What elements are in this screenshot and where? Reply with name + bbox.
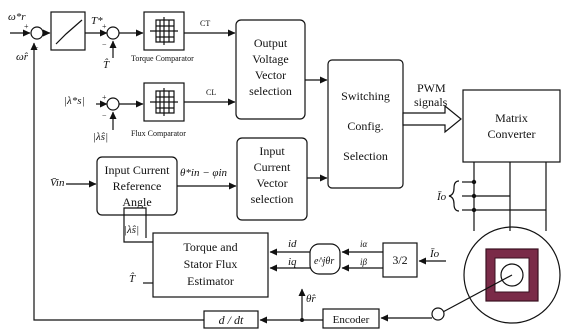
torque-hat-output-label: T̂: [129, 272, 136, 285]
pi-controller-curve: [55, 19, 83, 45]
rotation-label: e^jθr: [314, 256, 334, 267]
theta-junction: [300, 318, 304, 322]
cl-label: CL: [206, 88, 216, 97]
ibeta-label: iβ: [360, 257, 368, 267]
lambda-hat-output-path: [123, 207, 153, 243]
pwm-signals-arrow: [402, 104, 462, 134]
vin-label: V̄in: [50, 177, 65, 189]
matrix-converter-block: [462, 89, 561, 163]
pwm-label-2: signals: [414, 95, 448, 109]
torque-ref-label: T*: [91, 15, 103, 27]
theta-expr-label: θ*in − φin: [180, 167, 228, 179]
flux-sum-minus: −: [102, 111, 107, 120]
motor-shaft: [500, 263, 524, 287]
motor-shaft-link: [440, 274, 513, 314]
speed-sum-minus: −: [34, 43, 39, 52]
icv-line-3: Vector: [256, 176, 287, 190]
flux-summing-junction: [106, 97, 120, 111]
torque-sum-minus: −: [102, 40, 107, 49]
clarke-label: 3/2: [392, 253, 407, 267]
ovv-line-1: Output: [254, 36, 288, 50]
encoder-block: [322, 308, 380, 329]
io-brace: [448, 180, 460, 212]
omega-hat-label: ω̂r: [16, 51, 29, 63]
switching-line-2: Config.: [347, 119, 383, 133]
id-label: id: [288, 238, 297, 250]
estimator-line-3: Estimator: [187, 274, 234, 288]
lambda-hat-output-label: |λ̂s|: [124, 224, 139, 236]
flux-comparator-caption: Flux Comparator: [131, 129, 186, 138]
estimator-line-2: Stator Flux: [184, 257, 238, 271]
lambda-ref-label: |λ*s|: [64, 95, 85, 107]
matrix-line-2: Converter: [488, 127, 536, 141]
icra-line-1: Input Current: [105, 163, 171, 177]
speed-summing-junction: [30, 26, 44, 40]
ovv-line-3: Vector: [255, 68, 286, 82]
ddt-label: d / dt: [219, 313, 244, 327]
ovv-line-4: selection: [249, 84, 292, 98]
speed-feedback-path: [30, 42, 204, 321]
ct-label: CT: [200, 19, 210, 28]
estimator-block: [152, 232, 269, 298]
clarke-block: [382, 242, 418, 278]
matrix-line-1: Matrix: [495, 111, 528, 125]
rotation-block: [309, 243, 341, 275]
icv-line-1: Input: [259, 144, 285, 158]
torque-hat-feedback-label: T̂: [103, 58, 110, 71]
pwm-label-1: PWM: [417, 81, 446, 95]
icv-line-2: Current: [254, 160, 291, 174]
icra-line-2: Reference: [113, 179, 162, 193]
estimator-line-1: Torque and: [183, 240, 237, 254]
ialpha-label: iα: [360, 239, 368, 249]
speed-sum-plus: +: [24, 22, 29, 31]
ovv-line-2: Voltage: [252, 52, 288, 66]
theta-hat-label: θ̂r: [306, 293, 316, 305]
io-input-label: Īo: [429, 248, 440, 260]
torque-sum-plus: +: [102, 22, 107, 31]
input-current-vector-block: [236, 137, 308, 221]
icv-line-4: selection: [251, 192, 294, 206]
torque-hysteresis-icon: [150, 17, 178, 45]
lambda-hat-feedback-label: |λ̂s|: [93, 131, 108, 143]
iq-label: iq: [288, 256, 297, 268]
switching-line-1: Switching: [341, 89, 390, 103]
flux-sum-plus: +: [102, 93, 107, 102]
output-voltage-vector-block: [235, 19, 306, 120]
omega-ref-label: ω*r: [8, 11, 26, 23]
torque-summing-junction: [106, 26, 120, 40]
switching-line-3: Selection: [343, 149, 388, 163]
io-output-label: Īo: [436, 191, 447, 203]
flux-hysteresis-icon: [150, 88, 178, 116]
motor-stator-circle: [463, 226, 561, 324]
encoder-sensor: [431, 307, 445, 321]
pi-controller-block: [50, 11, 86, 51]
torque-comparator-caption: Torque Comparator: [131, 54, 194, 63]
encoder-label: Encoder: [333, 314, 370, 326]
icra-line-3: Angle: [122, 195, 151, 209]
